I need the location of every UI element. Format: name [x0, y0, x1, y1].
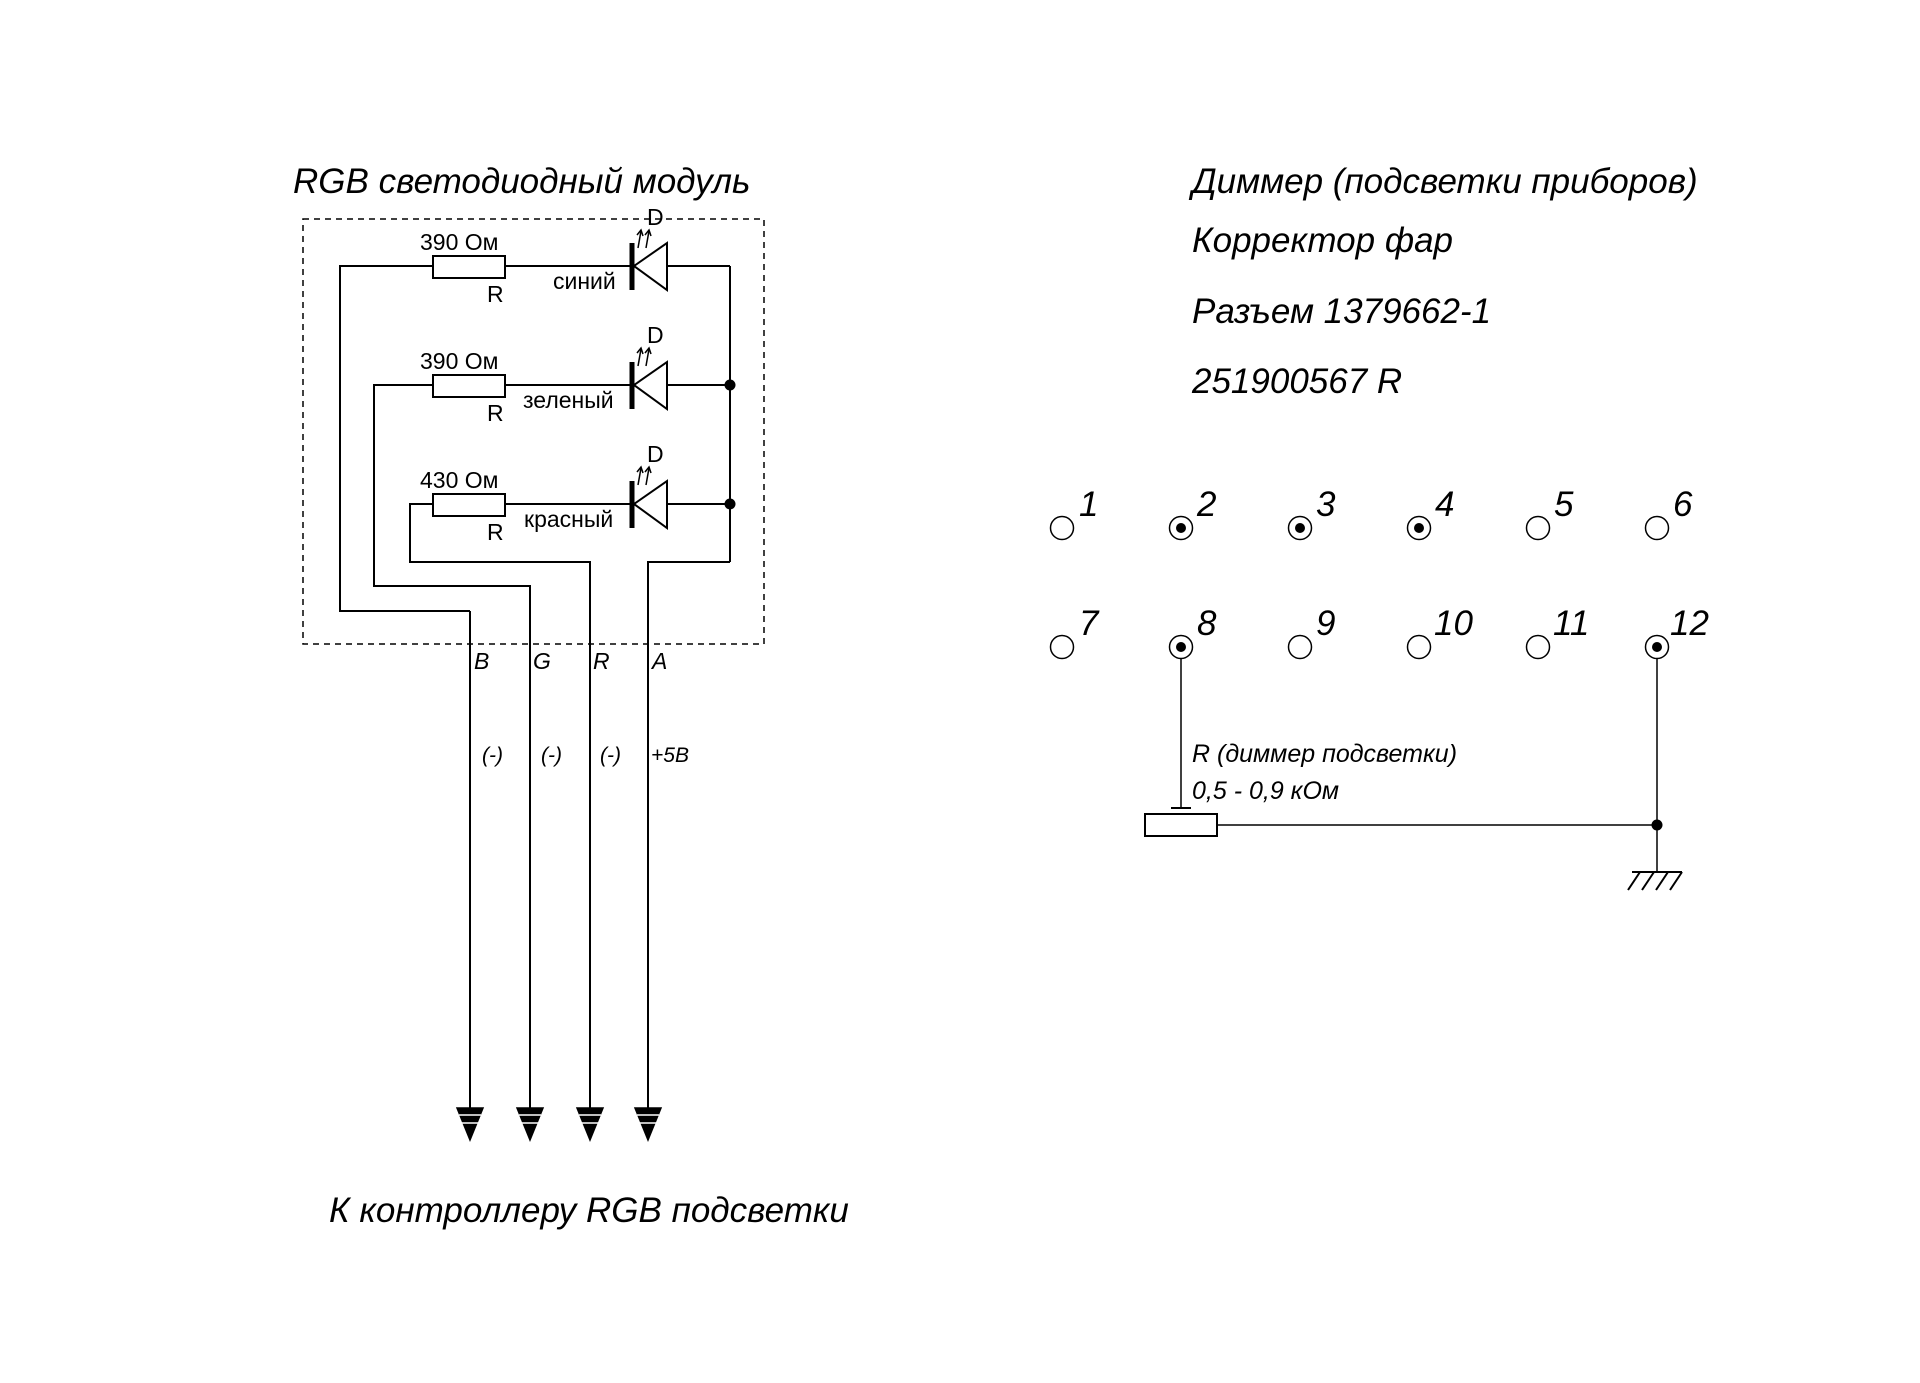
- pin-number: 2: [1196, 485, 1216, 524]
- pin-polarity-b: (-): [482, 744, 503, 767]
- terminal-arrows: [455, 1107, 663, 1142]
- wire-anode: [647, 561, 730, 643]
- wire-blue: [339, 265, 470, 612]
- resistor-value: 390 Ом: [420, 229, 498, 255]
- led-color-label: красный: [524, 506, 613, 532]
- pin-label-a: A: [650, 648, 667, 674]
- pin-number: 8: [1197, 604, 1217, 643]
- pin-used-dot: [1295, 523, 1305, 533]
- module-boundary: [302, 218, 765, 645]
- dimmer-range: 0,5 - 0,9 кОм: [1192, 777, 1339, 805]
- resistor-value: 390 Ом: [420, 348, 498, 374]
- pin-polarity-a: +5В: [651, 744, 689, 767]
- pin-number: 6: [1673, 485, 1693, 524]
- terminal-r-arrow: [575, 1107, 605, 1142]
- connector-pin-7: [1049, 634, 1075, 660]
- dimmer-label: R (диммер подсветки): [1192, 740, 1457, 768]
- connector-pin-6: [1644, 515, 1670, 541]
- wire-red: [409, 503, 591, 643]
- wire-green: [373, 384, 531, 643]
- pin-number: 3: [1316, 485, 1336, 524]
- connector-pin-10: [1406, 634, 1432, 660]
- pin-label-r: R: [593, 648, 610, 674]
- ground-icon: [1627, 871, 1683, 891]
- pin-label-b: B: [474, 648, 489, 674]
- info-line-3: Разъем 1379662-1: [1192, 292, 1491, 331]
- dimmer-resistor: [1144, 813, 1218, 837]
- led-color-label: зеленый: [523, 387, 614, 413]
- led-red-diode: [632, 479, 668, 530]
- module-title: RGB светодиодный модуль: [293, 162, 750, 201]
- pin-number: 11: [1553, 604, 1589, 643]
- pin-used-dot: [1414, 523, 1424, 533]
- led-ref: D: [647, 322, 664, 348]
- resistor-ref: R: [487, 281, 504, 307]
- info-line-2: Корректор фар: [1192, 221, 1453, 260]
- output-leads: [469, 611, 649, 1110]
- resistor-ref: R: [487, 519, 504, 545]
- pin-used-dot: [1652, 642, 1662, 652]
- pin-number: 10: [1434, 604, 1473, 643]
- pin-polarity-r: (-): [600, 744, 621, 767]
- info-line-1: Диммер (подсветки приборов): [1188, 162, 1698, 201]
- connector-pin-5: [1525, 515, 1551, 541]
- info-line-4: 251900567 R: [1191, 362, 1402, 401]
- connector-pins: [1049, 515, 1670, 660]
- light-emission-arrows: [636, 465, 652, 486]
- led-green-diode: [632, 360, 668, 411]
- pin-number: 1: [1079, 485, 1098, 524]
- resistor-value: 430 Ом: [420, 467, 498, 493]
- pin-number: 4: [1435, 485, 1454, 524]
- connector-pin-9: [1287, 634, 1313, 660]
- pin-number: 9: [1316, 604, 1335, 643]
- light-emission-arrows: [636, 346, 652, 367]
- led-blue-diode: [632, 241, 668, 292]
- resistor-red: [432, 493, 506, 517]
- pin-label-g: G: [533, 648, 551, 674]
- connector-pin-11: [1525, 634, 1551, 660]
- pin-used-dot: [1176, 642, 1186, 652]
- terminal-b-arrow: [455, 1107, 485, 1142]
- resistor-blue: [432, 255, 506, 279]
- pin-number: 5: [1554, 485, 1574, 524]
- junction-dot: [1651, 819, 1663, 831]
- led-ref: D: [647, 204, 664, 230]
- channel-red: 430 Ом R красный D: [409, 441, 730, 643]
- controller-caption: К контроллеру RGB подсветки: [329, 1191, 849, 1230]
- resistor-green: [432, 374, 506, 398]
- resistor-ref: R: [487, 400, 504, 426]
- led-ref: D: [647, 441, 664, 467]
- pin-number: 7: [1079, 604, 1100, 643]
- led-color-label: синий: [553, 268, 616, 294]
- light-emission-arrows: [636, 228, 652, 249]
- connector-pin-1: [1049, 515, 1075, 541]
- channel-green: 390 Ом R зеленый D: [373, 322, 730, 643]
- terminal-a-arrow: [633, 1107, 663, 1142]
- pin-polarity-g: (-): [541, 744, 562, 767]
- pin-used-dot: [1176, 523, 1186, 533]
- pin-number: 12: [1670, 604, 1709, 643]
- connector-pin-numbers: 1 2 3 4 5 6 7 8 9 10 11 12: [1079, 485, 1709, 643]
- channel-blue: 390 Ом R синий D: [339, 204, 730, 612]
- terminal-g-arrow: [515, 1107, 545, 1142]
